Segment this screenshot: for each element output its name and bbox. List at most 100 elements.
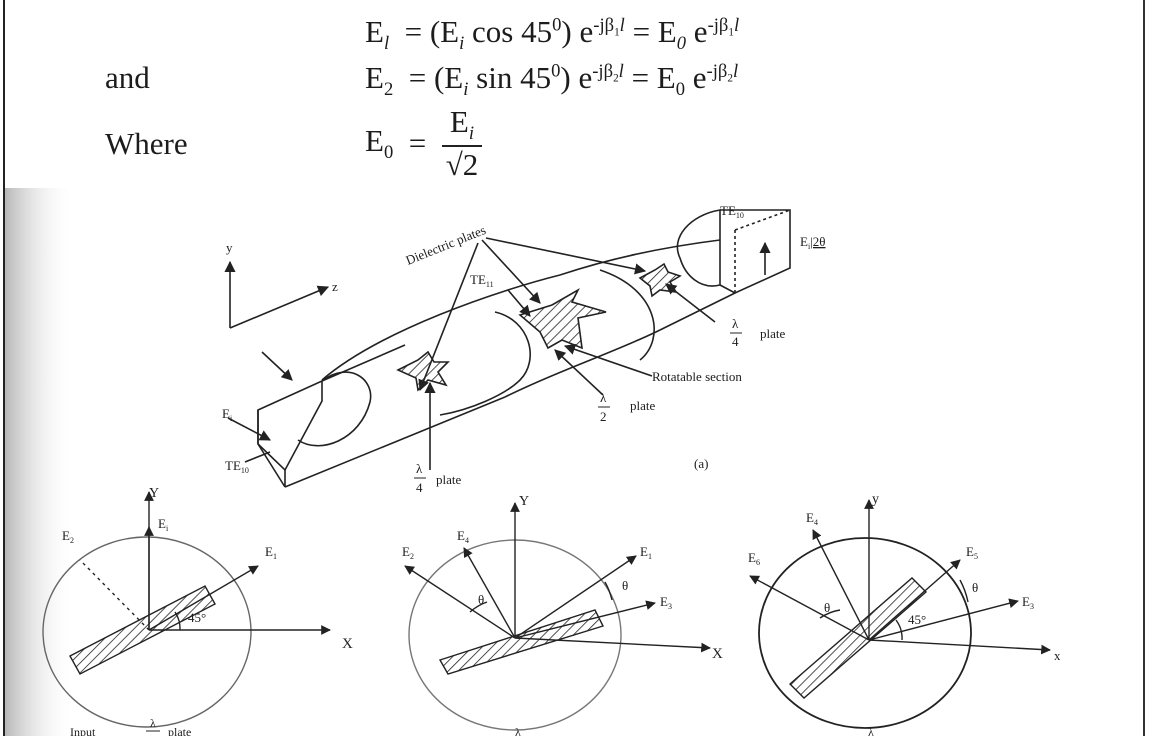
svg-text:X: X [712, 646, 723, 662]
svg-text:Y: Y [519, 494, 529, 509]
svg-text:plate: plate [630, 398, 655, 413]
quarter-wave-label-top: λ 4 plate [730, 316, 785, 349]
svg-text:λ: λ [416, 461, 423, 476]
svg-text:y: y [872, 492, 879, 507]
equation-e0: E0 = Ei √2 [365, 104, 483, 183]
svg-text:X: X [342, 636, 353, 652]
scan-shadow [5, 188, 75, 736]
diagram2-caption-lambda: λ [515, 725, 521, 736]
diagram3-theta-arc-left [819, 609, 841, 619]
rotatable-circle-right [599, 269, 655, 361]
svg-text:plate: plate [436, 472, 461, 487]
diagram1-angle-label: 45° [188, 610, 206, 625]
leader-rotatable [563, 343, 653, 377]
diagram2-e1-vector [514, 555, 637, 639]
diagram1-ei-label: Ei [158, 516, 169, 533]
svg-text:45°: 45° [908, 612, 926, 627]
circular-section-1 [297, 371, 372, 447]
svg-text:E6: E6 [748, 550, 760, 567]
svg-text:x: x [1054, 648, 1061, 663]
waveguide-figure [224, 209, 791, 488]
svg-text:θ: θ [824, 600, 830, 615]
half-wave-label: λ 2 plate [598, 390, 655, 424]
svg-text:Y: Y [149, 486, 159, 501]
te10-top-label: TE10 [720, 203, 744, 220]
svg-text:4: 4 [732, 334, 739, 349]
circular-section-out [676, 209, 721, 287]
diagram1-e1-label: E1 [265, 544, 277, 561]
waveguide-labels: y z Dielectric plates TE10 TE11 Ei|2θ λ … [222, 203, 826, 495]
te10-bottom-label: TE10 [225, 458, 249, 475]
te11-label: TE11 [470, 272, 494, 289]
svg-text:4: 4 [416, 480, 423, 495]
diagram1-labels: Y X Ei E2 E1 45° Input λ plate [62, 486, 353, 736]
svg-text:Input: Input [70, 725, 96, 736]
output-port-hidden [734, 209, 791, 293]
quarter-wave-label-bottom: λ 4 plate [414, 461, 461, 495]
leader-ei [227, 417, 271, 441]
svg-text:2: 2 [600, 409, 607, 424]
diagram1-angle-arc [174, 611, 181, 631]
diagram2-theta-arc-right [604, 581, 613, 601]
page-right-border [1143, 0, 1145, 736]
tube-top-1 [321, 274, 561, 381]
tube-bottom [504, 329, 661, 398]
diagram3-circle [758, 537, 972, 729]
input-port [257, 379, 323, 472]
dielectric-plates-label: Dielectric plates [404, 222, 488, 268]
svg-text:λ: λ [150, 716, 156, 730]
ei-output-label: Ei|2θ [800, 234, 826, 251]
equation-block: El = (Ei cos 450) e-jβ1l = E0 e-jβ1l and… [0, 0, 1149, 185]
leader-dielectric-1 [418, 242, 479, 392]
svg-text:E2: E2 [402, 544, 414, 561]
diagram2-plate [438, 609, 604, 675]
equation-e2: E2 = (Ei sin 450) e-jβ2l = E0 e-jβ2l [365, 60, 739, 101]
diagram3-plate [788, 577, 928, 699]
rotatable-section-label: Rotatable section [652, 369, 742, 384]
axis-y-label: y [226, 240, 233, 255]
svg-text:E4: E4 [457, 528, 469, 545]
svg-text:plate: plate [760, 326, 785, 341]
leader-dielectric-3 [485, 237, 647, 275]
diagram2-e2-vector [404, 565, 516, 639]
diagram2-labels: Y X E2 E4 E1 E3 θ θ [402, 494, 723, 662]
axis-z-arrow [229, 285, 330, 329]
polarization-diagram-output [749, 499, 1051, 729]
svg-text:E5: E5 [966, 544, 978, 561]
diagram1-caption: Input λ plate [70, 716, 191, 736]
diagram2-theta-arc-left [469, 601, 488, 613]
input-arrow [261, 351, 293, 381]
diagram3-x-axis [868, 639, 1051, 655]
ei-input-label: Ei [222, 406, 233, 423]
leader-half [554, 349, 604, 396]
leader-te10 [244, 451, 271, 463]
svg-text:θ: θ [972, 580, 978, 595]
diagram1-e2-dashed [79, 559, 150, 631]
axis-z-label: z [332, 279, 338, 294]
diagram3-e4-vector [812, 529, 870, 641]
page-left-border [3, 0, 5, 736]
svg-text:λ: λ [600, 390, 607, 405]
svg-text:E3: E3 [660, 594, 672, 611]
svg-text:plate: plate [168, 725, 191, 736]
waveguide-top-edge-1 [321, 344, 406, 382]
waveguide-bottom-edge [284, 396, 506, 488]
svg-text:E3: E3 [1022, 594, 1034, 611]
equation-e1: El = (Ei cos 450) e-jβ1l = E0 e-jβ1l [365, 14, 740, 55]
leader-quarter-top [665, 283, 716, 323]
tube-bottom-out [659, 292, 736, 331]
svg-text:E4: E4 [806, 510, 818, 527]
leader-dielectric-2 [481, 239, 541, 304]
diagram3-caption-lambda: λ [868, 725, 874, 736]
svg-text:E1: E1 [640, 544, 652, 561]
svg-text:λ: λ [732, 316, 739, 331]
diagram1-plate [69, 585, 216, 675]
diagram2-e4-vector [463, 547, 516, 639]
diagram1-circle [42, 536, 252, 728]
diagram3-labels: y x E6 E4 E5 E3 θ θ 45° λ [748, 492, 1061, 736]
diagram3-e6-vector [749, 575, 870, 641]
output-port [719, 209, 791, 294]
tube-top-2 [559, 239, 721, 276]
diagram3-theta-arc-right [959, 579, 969, 603]
